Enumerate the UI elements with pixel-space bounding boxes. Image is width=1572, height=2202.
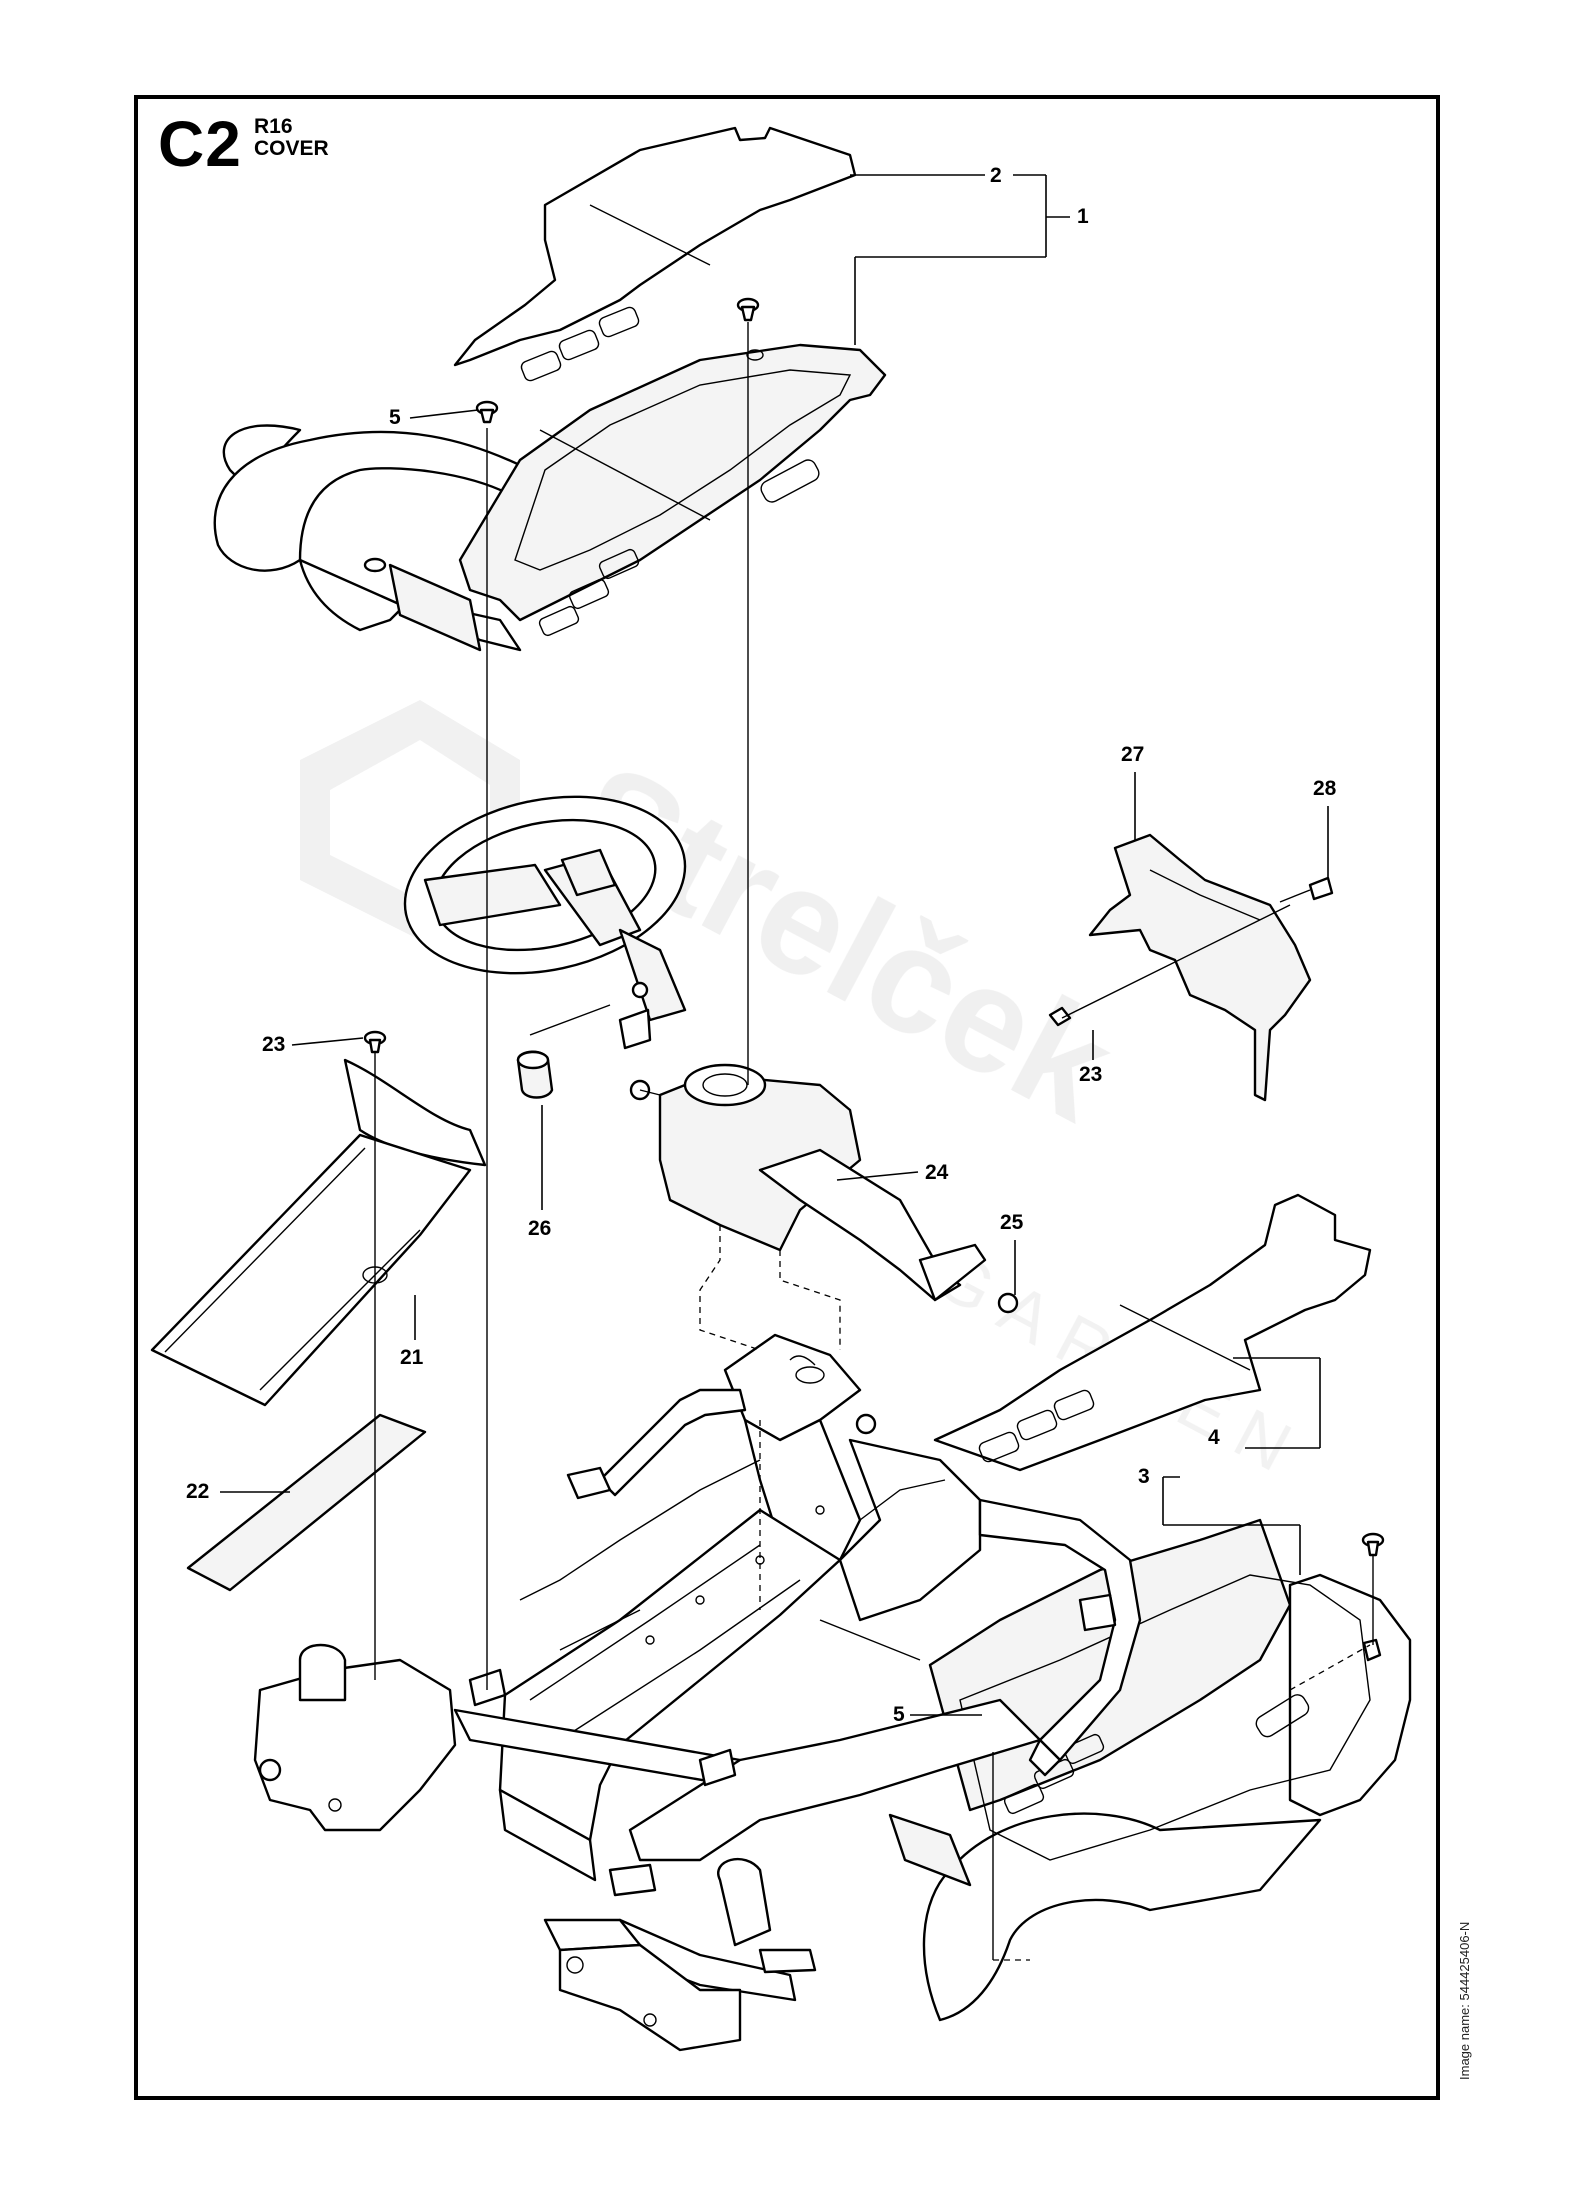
screw-25: [997, 1292, 1019, 1314]
part-1-fender-top: [213, 343, 887, 652]
part-3-fender-bottom: [888, 1518, 1412, 2022]
diagram-frame: [134, 95, 1440, 2100]
nut-23-left: [363, 557, 387, 1054]
screw-3-right: [1361, 1532, 1385, 1557]
part-steering-shaft-bits: [529, 981, 652, 1050]
callout-25: 25: [1000, 1211, 1024, 1234]
part-steering-wheel: [403, 795, 687, 1022]
callout-3: 3: [1138, 1465, 1150, 1488]
callout-5-top: 5: [389, 406, 401, 429]
part-2-mat-top: [453, 126, 857, 382]
part-4-mat-right: [933, 1193, 1372, 1472]
model-name: R16: [254, 115, 293, 138]
section-title: R16 COVER: [254, 115, 329, 161]
callout-28: 28: [1313, 777, 1337, 800]
part-26-cap: [516, 1050, 554, 1099]
callout-24: 24: [925, 1161, 949, 1184]
screw-28: [1279, 876, 1334, 903]
assembly-guide-lines: [374, 322, 1374, 1961]
callout-1: 1: [1077, 205, 1089, 228]
callout-22: 22: [186, 1480, 210, 1503]
part-chassis-frame: [253, 1333, 1142, 2052]
callout-27: 27: [1121, 743, 1145, 766]
screw-top-right: [736, 297, 760, 322]
callout-5-bottom: 5: [893, 1703, 905, 1726]
nut-23-right: [1048, 1006, 1072, 1027]
callout-23-right: 23: [1079, 1063, 1103, 1086]
part-27-bracket-cover: [1088, 833, 1312, 1102]
section-name: COVER: [254, 137, 329, 161]
part-21-side-cover: [150, 1058, 487, 1407]
callout-26: 26: [528, 1217, 552, 1240]
page-code: C2: [158, 108, 242, 180]
screw-5-top: [475, 400, 499, 424]
callout-2: 2: [990, 164, 1002, 187]
callout-23-left: 23: [262, 1033, 286, 1056]
callout-4: 4: [1208, 1426, 1220, 1449]
image-name-label: Image name: 544425406-N: [1457, 1921, 1472, 2080]
callout-leaders: [220, 174, 1329, 1716]
part-22-strip: [186, 1413, 427, 1592]
part-24-dash-console: [629, 1063, 987, 1302]
callout-21: 21: [400, 1346, 424, 1369]
